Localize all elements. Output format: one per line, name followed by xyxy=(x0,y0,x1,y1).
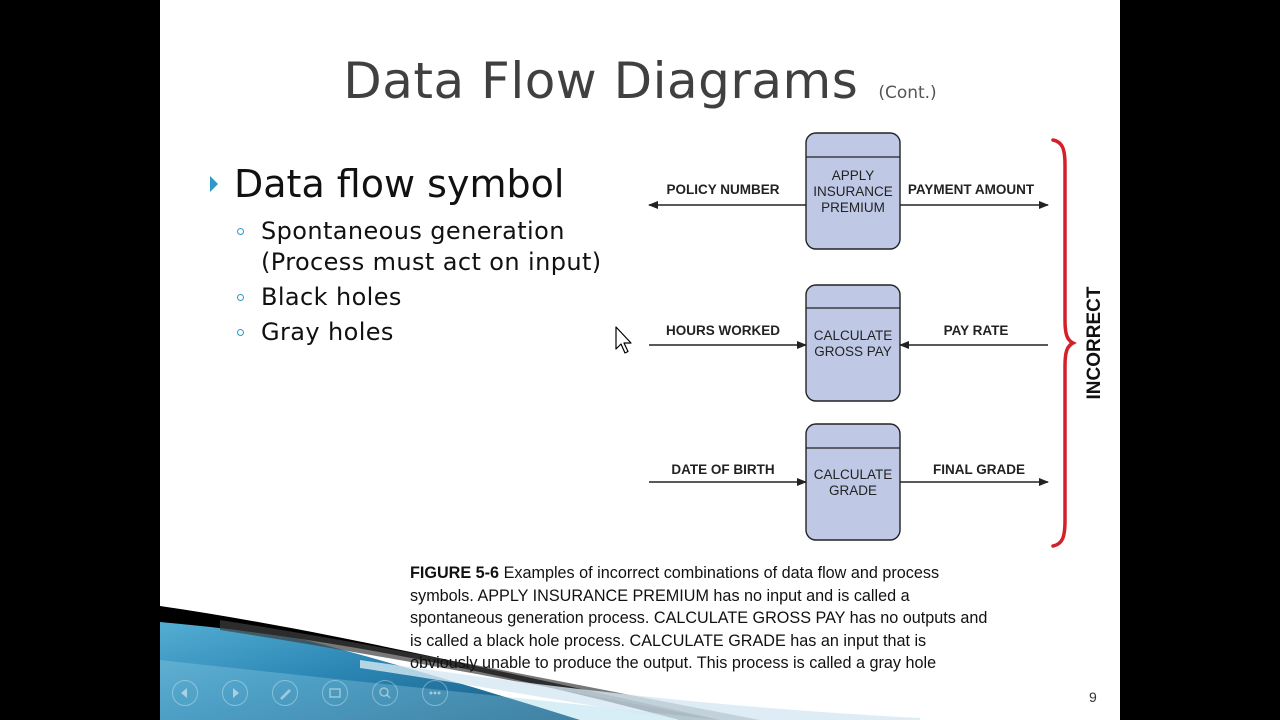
zoom-icon xyxy=(379,687,391,699)
next-icon xyxy=(233,688,239,698)
slideshow-toolbar xyxy=(170,680,470,710)
slide: Data Flow Diagrams (Cont.) Data flow symb… xyxy=(160,0,1120,720)
flow-label: PAYMENT AMOUNT xyxy=(908,182,1035,197)
dfd-figure: APPLY INSURANCE PREMIUM POLICY NUMBER PA… xyxy=(648,132,1105,548)
process-label: INSURANCE xyxy=(813,184,893,199)
bullet-main-text: Data flow symbol xyxy=(234,162,565,206)
flow-label: HOURS WORKED xyxy=(666,323,780,338)
sub-bullet-text: (Process must act on input) xyxy=(261,248,602,276)
more-options-button[interactable] xyxy=(422,680,448,706)
slide-title: Data Flow Diagrams (Cont.) xyxy=(160,52,1120,110)
figure-label: FIGURE 5-6 xyxy=(410,564,500,582)
zoom-button[interactable] xyxy=(372,680,398,706)
process-label: GRADE xyxy=(829,483,877,498)
previous-icon xyxy=(181,688,187,698)
sub-bullet-text: Gray holes xyxy=(261,318,394,346)
sub-bullet: Spontaneous generation (Process must act… xyxy=(208,216,628,278)
bullet-list: Data flow symbol Spontaneous generation … xyxy=(208,160,628,348)
caption-line: is called a black hole process. CALCULAT… xyxy=(410,631,927,650)
sub-bullet: Gray holes xyxy=(208,317,628,348)
circle-bullet-icon xyxy=(237,294,244,301)
process-label: CALCULATE xyxy=(814,328,893,343)
process-apply-insurance-premium: APPLY INSURANCE PREMIUM xyxy=(805,132,901,250)
sub-bullet-text: Black holes xyxy=(261,283,402,311)
process-label: CALCULATE xyxy=(814,467,893,482)
caption-line: obviously unable to produce the output. … xyxy=(410,654,937,672)
previous-slide-button[interactable] xyxy=(172,680,198,706)
process-label: GROSS PAY xyxy=(814,344,892,359)
bracket-label: INCORRECT xyxy=(1084,286,1105,399)
mouse-cursor-icon xyxy=(615,326,632,354)
flow-label: DATE OF BIRTH xyxy=(671,462,774,477)
more-icon xyxy=(429,691,441,695)
page-number: 9 xyxy=(1089,689,1097,705)
flow-label: PAY RATE xyxy=(944,323,1009,338)
slides-icon xyxy=(329,688,341,698)
pen-tool-button[interactable] xyxy=(272,680,298,706)
flow-label: FINAL GRADE xyxy=(933,462,1025,477)
next-slide-button[interactable] xyxy=(222,680,248,706)
figure-caption: FIGURE 5-6 Examples of incorrect combina… xyxy=(410,562,1090,675)
sub-bullet: Black holes xyxy=(208,282,628,313)
see-all-slides-button[interactable] xyxy=(322,680,348,706)
caption-line: spontaneous generation process. CALCULAT… xyxy=(410,609,988,627)
circle-bullet-icon xyxy=(237,329,244,336)
caption-line: symbols. APPLY INSURANCE PREMIUM has no … xyxy=(410,586,910,605)
incorrect-bracket xyxy=(1051,138,1077,548)
flow-label: POLICY NUMBER xyxy=(666,182,779,197)
sub-bullet-text: Spontaneous generation xyxy=(261,217,565,245)
process-label: PREMIUM xyxy=(821,200,885,215)
pen-icon xyxy=(280,689,291,700)
caption-line: Examples of incorrect combinations of da… xyxy=(503,564,940,582)
decorative-swoosh xyxy=(160,606,920,720)
slide-title-text: Data Flow Diagrams xyxy=(343,52,859,110)
process-calculate-grade: CALCULATE GRADE xyxy=(805,423,901,541)
circle-bullet-icon xyxy=(237,228,244,235)
slide-title-suffix: (Cont.) xyxy=(878,83,937,103)
process-label: APPLY xyxy=(832,168,875,183)
triangle-bullet-icon xyxy=(210,176,218,192)
bullet-main: Data flow symbol xyxy=(208,160,628,208)
process-calculate-gross-pay: CALCULATE GROSS PAY xyxy=(805,284,901,402)
